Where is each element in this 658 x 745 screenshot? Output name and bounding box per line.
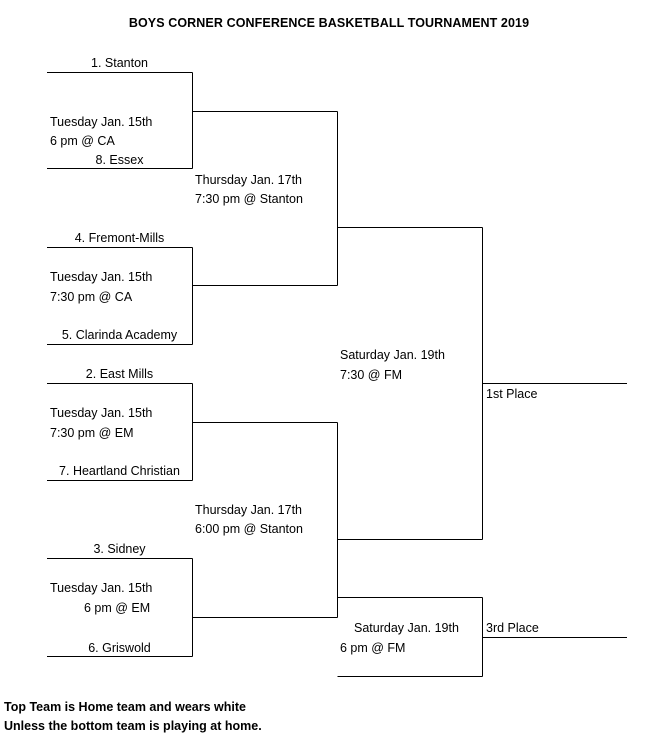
team-3-sidney: 3. Sidney: [93, 542, 146, 556]
team-8-essex: 8. Essex: [95, 153, 144, 167]
note-bottom-team: Unless the bottom team is playing at hom…: [4, 719, 262, 733]
game-time-sf1: 7:30 pm @ Stanton: [195, 192, 303, 206]
team-1-stanton: 1. Stanton: [91, 56, 148, 70]
game-time-r1g2: 7:30 pm @ CA: [50, 290, 133, 304]
first-place-label: 1st Place: [486, 387, 538, 401]
team-2-east-mills: 2. East Mills: [85, 367, 154, 381]
game-time-r1g4: 6 pm @ EM: [84, 601, 151, 615]
note-home-team: Top Team is Home team and wears white: [4, 700, 246, 714]
team-4-fremont-mills: 4. Fremont-Mills: [74, 231, 165, 245]
game-day-r1g4: Tuesday Jan. 15th: [50, 581, 153, 595]
game-day-third: Saturday Jan. 19th: [354, 621, 459, 635]
game-time-r1g1: 6 pm @ CA: [50, 134, 115, 148]
team-7-heartland-christian: 7. Heartland Christian: [59, 464, 180, 478]
game-day-sf2: Thursday Jan. 17th: [195, 503, 303, 517]
game-day-final: Saturday Jan. 19th: [340, 348, 445, 362]
game-day-r1g1: Tuesday Jan. 15th: [50, 115, 153, 129]
game-time-third: 6 pm @ FM: [340, 641, 406, 655]
game-day-sf1: Thursday Jan. 17th: [195, 173, 303, 187]
team-5-clarinda-academy: 5. Clarinda Academy: [61, 328, 178, 342]
game-time-final: 7:30 @ FM: [340, 368, 403, 382]
game-day-r1g3: Tuesday Jan. 15th: [50, 406, 153, 420]
third-place-label: 3rd Place: [486, 621, 539, 635]
team-6-griswold: 6. Griswold: [88, 641, 151, 655]
page-title: BOYS CORNER CONFERENCE BASKETBALL TOURNA…: [128, 16, 530, 30]
game-day-r1g2: Tuesday Jan. 15th: [50, 270, 153, 284]
game-time-sf2: 6:00 pm @ Stanton: [195, 522, 303, 536]
game-time-r1g3: 7:30 pm @ EM: [50, 426, 134, 440]
